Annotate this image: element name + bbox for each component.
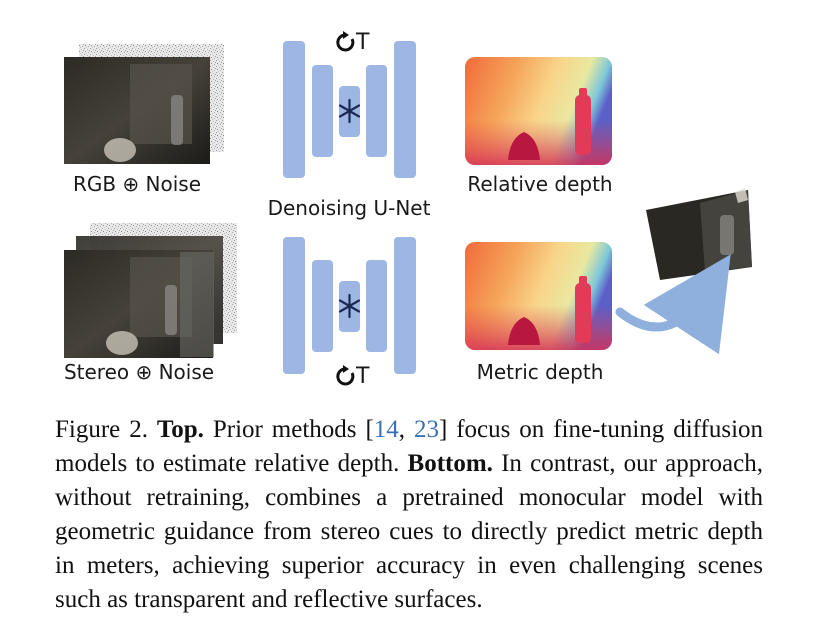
curved-arrow bbox=[615, 254, 731, 355]
stereo-noise-stack bbox=[64, 223, 237, 358]
caption-sep: , bbox=[398, 416, 414, 443]
stereo-noise-label: Stereo ⊕ Noise bbox=[63, 360, 215, 384]
rotate-icon bbox=[336, 33, 355, 52]
caption-prefix: Figure 2. bbox=[55, 416, 148, 443]
caption-part3: In contrast, our approach, without retra… bbox=[55, 450, 764, 613]
unet-label: Denoising U-Net bbox=[267, 196, 431, 220]
metric-depth-label: Metric depth bbox=[476, 360, 604, 384]
snowflake-icon bbox=[338, 293, 361, 319]
unet-bottom bbox=[283, 237, 416, 374]
rgb-noise-label: RGB ⊕ Noise bbox=[72, 172, 202, 196]
citation-link[interactable]: 23 bbox=[413, 416, 439, 443]
trainable-tag-top: T bbox=[356, 30, 370, 55]
rotate-arrow-icon bbox=[343, 31, 349, 39]
relative-depth-map bbox=[465, 57, 612, 165]
point-cloud-view bbox=[646, 188, 752, 280]
caption-part2: ] focus on fine-tuning diffusion models … bbox=[55, 416, 764, 477]
relative-depth-label: Relative depth bbox=[467, 172, 613, 196]
metric-depth-map bbox=[465, 242, 612, 350]
caption-part1: Prior methods [ bbox=[212, 416, 374, 443]
caption-top-label: Top. bbox=[156, 416, 204, 443]
unet-top bbox=[283, 41, 416, 178]
rotate-arrow-icon bbox=[343, 365, 349, 373]
caption-bottom-label: Bottom. bbox=[407, 450, 493, 477]
citation-link[interactable]: 14 bbox=[373, 416, 399, 443]
rotate-icon bbox=[336, 367, 355, 386]
rgb-noise-stack bbox=[64, 44, 224, 164]
trainable-tag-bottom: T bbox=[356, 364, 370, 389]
figure-caption: Figure 2. Top. Prior methods [14, 23] fo… bbox=[55, 413, 763, 617]
snowflake-icon bbox=[338, 98, 361, 124]
figure-diagram bbox=[64, 31, 752, 386]
